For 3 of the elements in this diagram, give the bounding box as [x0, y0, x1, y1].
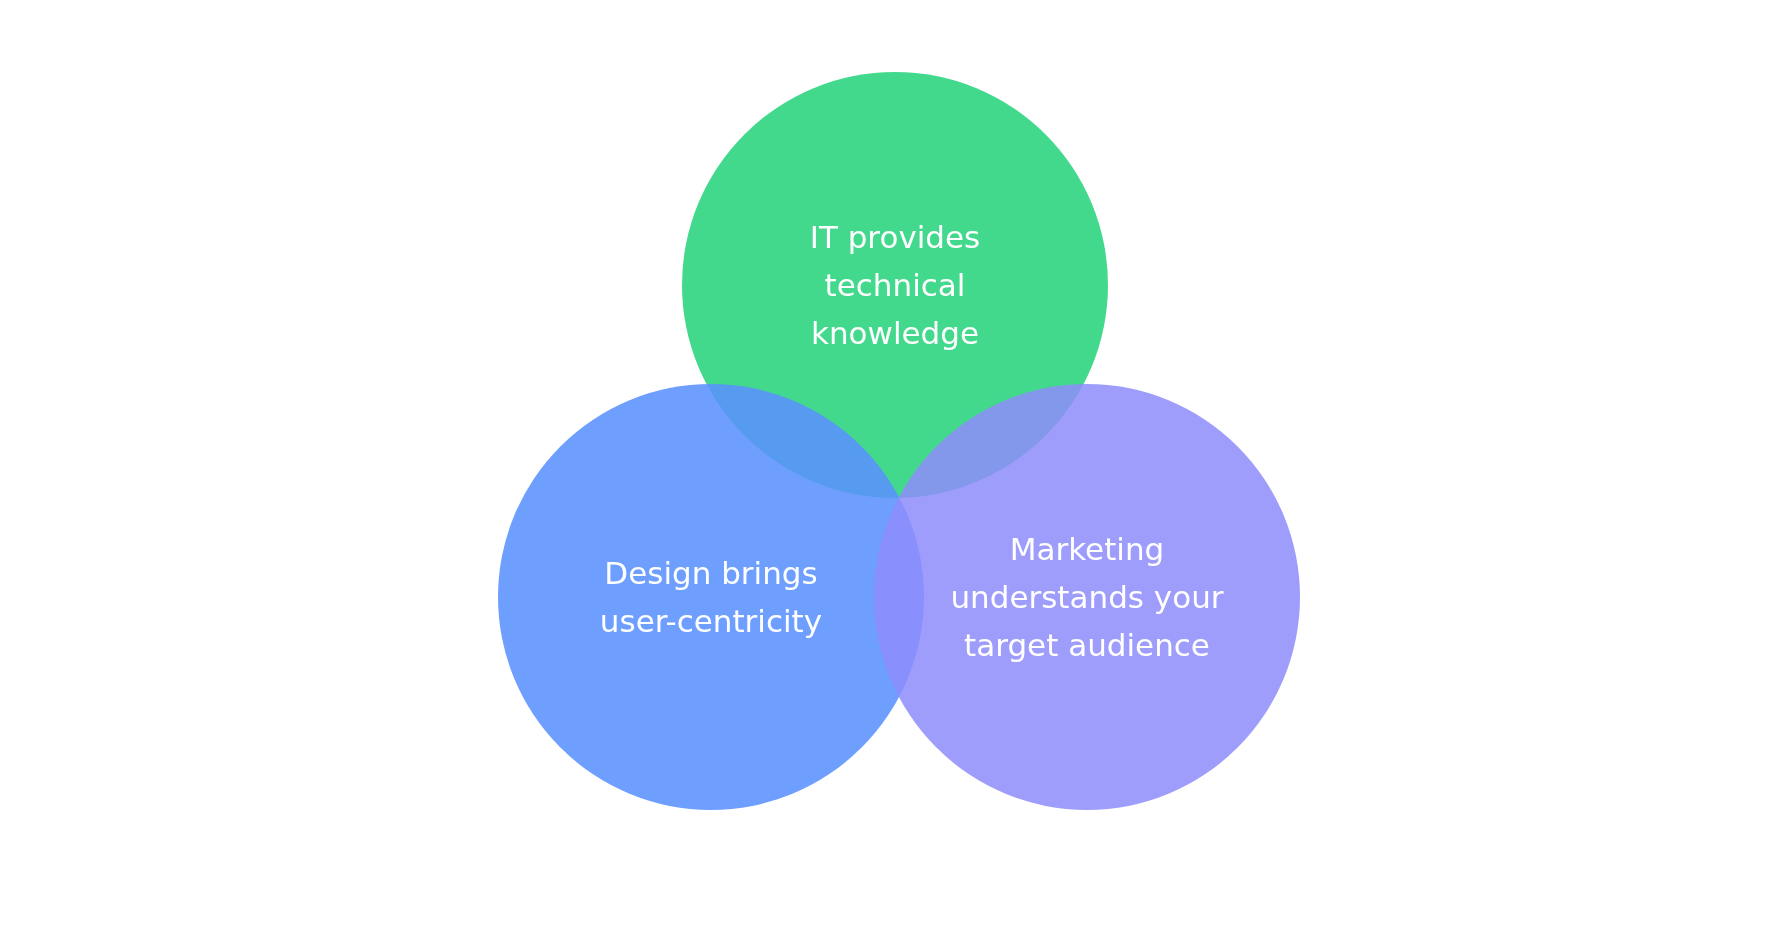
circle-label: IT provides technical knowledge [808, 218, 982, 353]
circle-label: Marketing understands your target audience [949, 530, 1225, 665]
circle-label: Design brings user-centricity [598, 554, 824, 641]
